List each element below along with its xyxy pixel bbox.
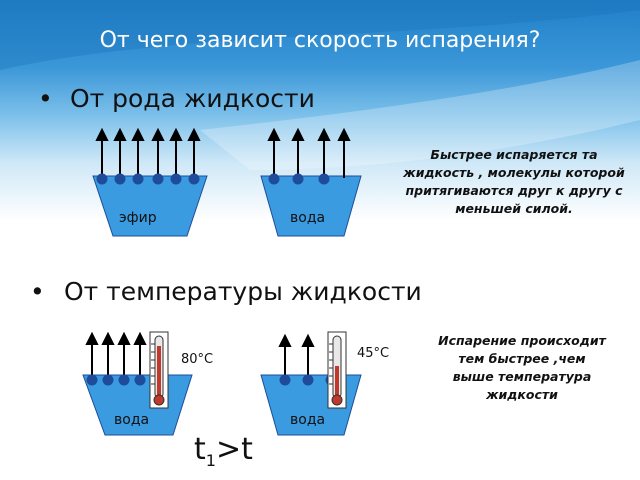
- slide-title: От чего зависит скорость испарения?: [99, 28, 541, 53]
- evaporation-arrows: [267, 128, 351, 178]
- bullet-dot: •: [38, 84, 53, 113]
- ether-label: эфир: [119, 210, 157, 226]
- bullet-temperature-text: От температуры жидкости: [63, 277, 422, 306]
- formula-subscript: 1: [205, 451, 216, 470]
- bullet-liquid-type: • От рода жидкости: [38, 84, 315, 113]
- formula-rest: >t: [215, 432, 253, 467]
- molecules: [86, 374, 146, 386]
- water-label-3: вода: [290, 412, 326, 428]
- formula: t1>t: [194, 432, 253, 470]
- temperature-high: 80°C: [181, 352, 214, 367]
- note-temperature: Испарение происходит тем быстрее ,чем вы…: [438, 333, 606, 402]
- water-label-1: вода: [290, 210, 326, 226]
- bullet-dot: •: [30, 277, 45, 306]
- ether-vessel: [92, 128, 208, 237]
- note-liquid-type: Быстрее испаряется та жидкость , молекул…: [403, 147, 625, 216]
- molecules: [96, 173, 200, 185]
- temperature-low: 45°C: [357, 346, 390, 361]
- water-label-2: вода: [114, 412, 150, 428]
- evaporation-arrows: [278, 333, 315, 378]
- molecules: [268, 173, 330, 185]
- water-vessel-1: [260, 128, 362, 237]
- bullet-liquid-type-text: От рода жидкости: [69, 84, 315, 113]
- thermometer-icon: [327, 331, 347, 409]
- evaporation-arrows: [95, 128, 201, 178]
- formula-t: t: [194, 432, 206, 467]
- thermometer-icon: [149, 331, 169, 409]
- bullet-temperature: • От температуры жидкости: [30, 277, 422, 306]
- evaporation-arrows: [85, 331, 147, 378]
